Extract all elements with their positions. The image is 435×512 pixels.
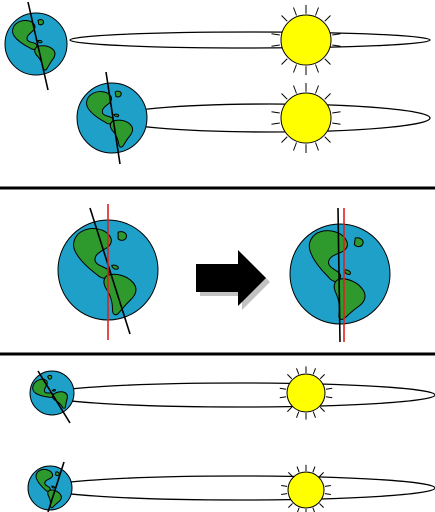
right-arrow-icon xyxy=(196,250,270,310)
panel-top xyxy=(5,1,431,165)
sun-icon xyxy=(272,83,341,153)
earth-icon xyxy=(58,204,158,340)
earth-axis xyxy=(47,461,65,512)
panel-bottom xyxy=(28,366,435,512)
earth-axis xyxy=(37,370,71,424)
earth-axis xyxy=(89,207,131,335)
earth-axis xyxy=(337,207,341,343)
earth-icon xyxy=(28,462,72,512)
sun-icon xyxy=(280,366,332,419)
earth-icon xyxy=(5,1,67,91)
panel-middle xyxy=(58,204,390,342)
earth-icon xyxy=(290,208,390,342)
earth-axis xyxy=(105,71,121,165)
orbit-path xyxy=(69,31,431,49)
sun-icon xyxy=(272,5,341,75)
earth-axis xyxy=(27,1,49,91)
sun-icon xyxy=(281,465,331,512)
earth-icon xyxy=(77,71,147,165)
earth-icon xyxy=(30,371,74,423)
